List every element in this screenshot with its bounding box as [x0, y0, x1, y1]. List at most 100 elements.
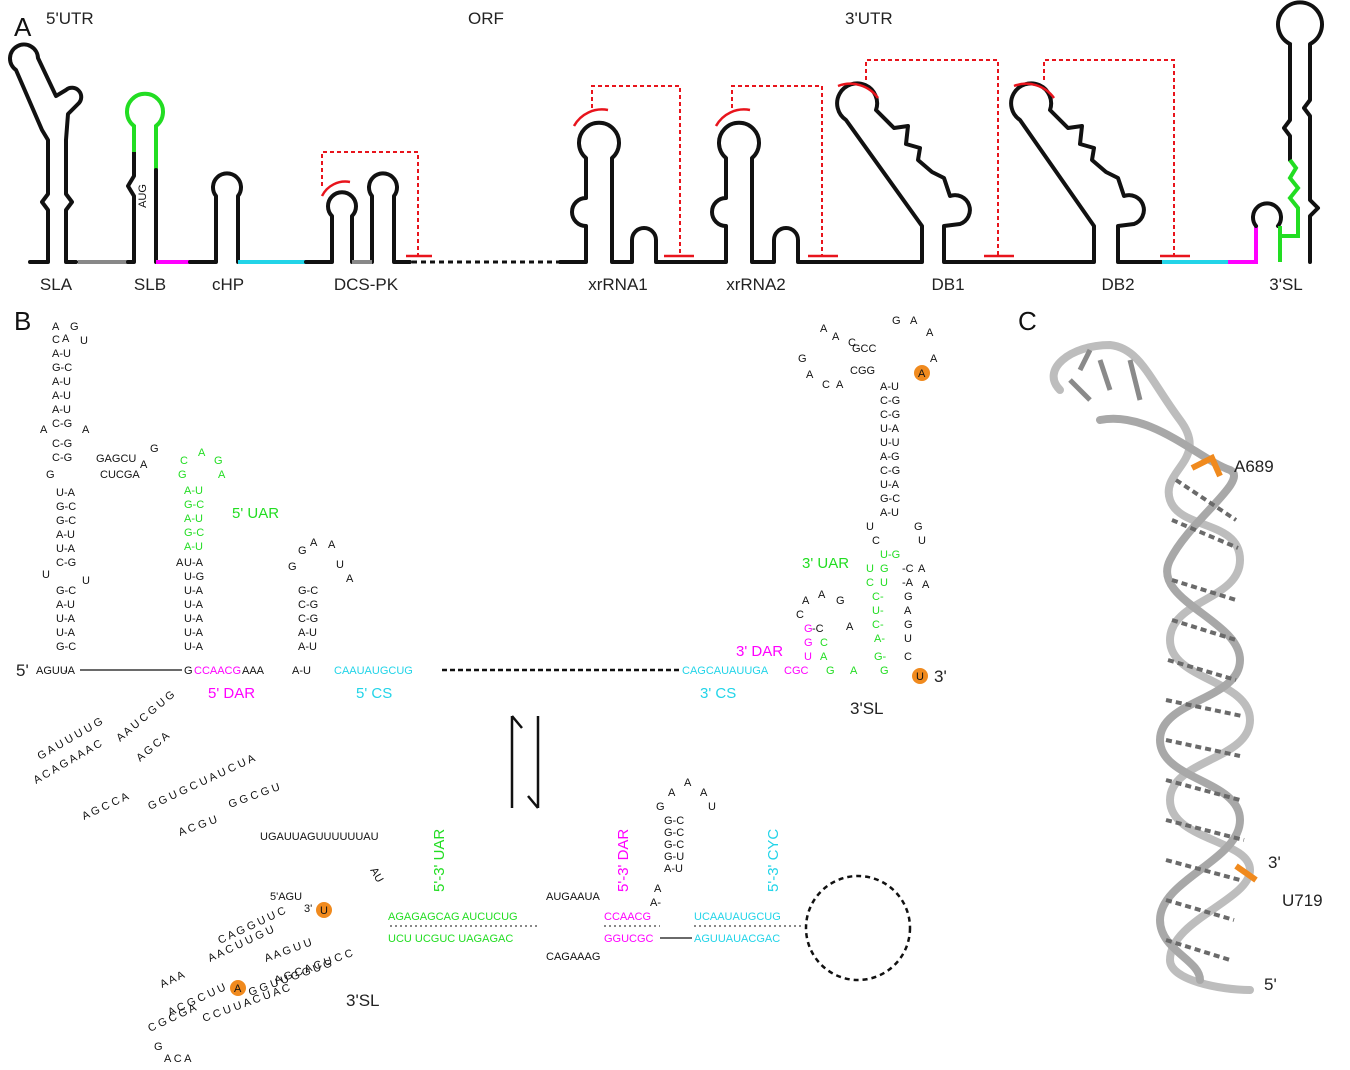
svg-text:U-A: U-A — [880, 423, 900, 435]
slb-structure — [128, 150, 134, 262]
rna-3d-ribbon — [1054, 345, 1250, 990]
svg-text:C-G: C-G — [56, 557, 76, 569]
svg-text:-A: -A — [902, 577, 914, 589]
svg-text:-C: -C — [902, 563, 914, 575]
svg-text:U-A: U-A — [184, 557, 204, 569]
aaa-seq: AAA — [242, 665, 265, 677]
sl3-seq-label: 3'SL — [850, 699, 884, 718]
svg-text:G: G — [214, 455, 223, 467]
sl3-long-stem — [1278, 2, 1322, 176]
svg-text:A-U: A-U — [184, 513, 203, 525]
svg-text:G: G — [178, 469, 187, 481]
svg-text:G: G — [904, 619, 913, 631]
b-five-prime: 5' — [16, 661, 29, 680]
svg-text:UCU UCGUC UAGAGAC: UCU UCGUC UAGAGAC — [388, 933, 513, 945]
svg-text:U: U — [80, 335, 88, 347]
svg-text:A A A: A A A — [158, 969, 187, 991]
svg-text:GGUCGC: GGUCGC — [604, 933, 654, 945]
svg-text:A-U: A-U — [880, 381, 899, 393]
svg-text:C-G: C-G — [52, 452, 72, 464]
svg-text:A-U: A-U — [52, 390, 71, 402]
svg-text:-A: -A — [64, 665, 76, 677]
svg-text:G: G — [914, 521, 923, 533]
cyc-dar-label: 5'-3' DAR — [615, 829, 632, 892]
b-highlight-a-text: A — [918, 368, 926, 380]
dar5-seq: CCAACG — [194, 665, 241, 677]
svg-text:U: U — [804, 651, 812, 663]
svg-text:A-G: A-G — [880, 451, 900, 463]
cs5-seq: CAAUAUGCUG — [334, 665, 413, 677]
svg-text:A-U: A-U — [880, 507, 899, 519]
svg-text:U-A: U-A — [184, 641, 204, 653]
svg-text:U-A: U-A — [56, 613, 76, 625]
svg-text:U: U — [42, 569, 50, 581]
bottom-5agu: 5'AGU — [270, 891, 302, 903]
svg-text:A: A — [346, 573, 354, 585]
svg-text:G: G — [46, 469, 55, 481]
svg-text:A: A — [668, 787, 676, 799]
panel-a: A 5'UTR ORF 3'UTR AUG — [10, 2, 1322, 294]
svg-text:A-U: A-U — [184, 485, 203, 497]
svg-text:A: A — [140, 459, 148, 471]
label-xrrna1: xrRNA1 — [588, 275, 648, 294]
svg-text:U-U: U-U — [880, 437, 900, 449]
svg-text:A: A — [836, 379, 844, 391]
svg-text:AGAGAGCAG AUCUCUG: AGAGAGCAG AUCUCUG — [388, 911, 518, 923]
svg-text:A-U: A-U — [52, 376, 71, 388]
svg-text:G: G — [184, 665, 193, 677]
svg-text:U: U — [82, 575, 90, 587]
svg-text:G-C: G-C — [664, 827, 684, 839]
uar5-label: 5' UAR — [232, 505, 279, 522]
svg-text:U-G: U-G — [184, 571, 204, 583]
svg-text:A: A — [40, 424, 48, 436]
sl3-stem-lower — [1310, 176, 1318, 262]
svg-text:A: A — [918, 563, 926, 575]
svg-text:A-U: A-U — [298, 627, 317, 639]
svg-text:U: U — [336, 559, 344, 571]
db2-dar-linker — [1228, 226, 1256, 262]
panel-b: B AGA CU A-UG-CA-U A-UA-UC-G AA C-GC-G G… — [14, 306, 947, 1065]
svg-text:C: C — [180, 455, 188, 467]
svg-text:C: C — [52, 334, 60, 346]
svg-text:A: A — [700, 787, 708, 799]
svg-text:C: C — [872, 535, 880, 547]
c-three-prime: 3' — [1268, 853, 1281, 872]
svg-text:A: A — [922, 579, 930, 591]
svg-text:C-G: C-G — [52, 438, 72, 450]
svg-text:A-U: A-U — [52, 348, 71, 360]
bottom-3: 3' — [304, 903, 312, 915]
svg-text:A: A — [930, 353, 938, 365]
svg-text:A: A — [310, 537, 318, 549]
panel-b-letter: B — [14, 306, 31, 336]
svg-text:A: A — [802, 595, 810, 607]
svg-text:U-A: U-A — [184, 613, 204, 625]
svg-text:A-U: A-U — [184, 541, 203, 553]
svg-text:G: G — [826, 665, 835, 677]
db2-pk-line — [1044, 60, 1174, 256]
svg-text:A: A — [52, 321, 60, 333]
a689-highlight — [1192, 458, 1220, 476]
db2-structure — [1011, 83, 1162, 262]
label-xrrna2: xrRNA2 — [726, 275, 786, 294]
svg-text:G-U: G-U — [664, 851, 684, 863]
label-slb: SLB — [134, 275, 166, 294]
svg-text:G-C: G-C — [56, 641, 76, 653]
label-sla: SLA — [40, 275, 73, 294]
svg-text:A: A — [654, 883, 662, 895]
slb-aug-codon: AUG — [137, 184, 149, 208]
cyclized-structure: G A U U U U G A C A G A A A C A A U C G … — [32, 689, 386, 1065]
svg-text:A-U: A-U — [56, 599, 75, 611]
equilibrium-arrow-up — [512, 716, 522, 808]
svg-text:GCC: GCC — [852, 343, 877, 355]
svg-text:U-A: U-A — [184, 599, 204, 611]
svg-text:G-C: G-C — [184, 527, 204, 539]
svg-text:C-G: C-G — [52, 418, 72, 430]
svg-text:CGG: CGG — [850, 365, 875, 377]
cs3-label: 3' CS — [700, 685, 736, 702]
svg-text:A: A — [218, 469, 226, 481]
svg-text:A: A — [904, 605, 912, 617]
svg-text:C: C — [822, 379, 830, 391]
svg-text:C-G: C-G — [298, 613, 318, 625]
svg-text:U: U — [708, 801, 716, 813]
svg-text:G: G — [880, 563, 889, 575]
